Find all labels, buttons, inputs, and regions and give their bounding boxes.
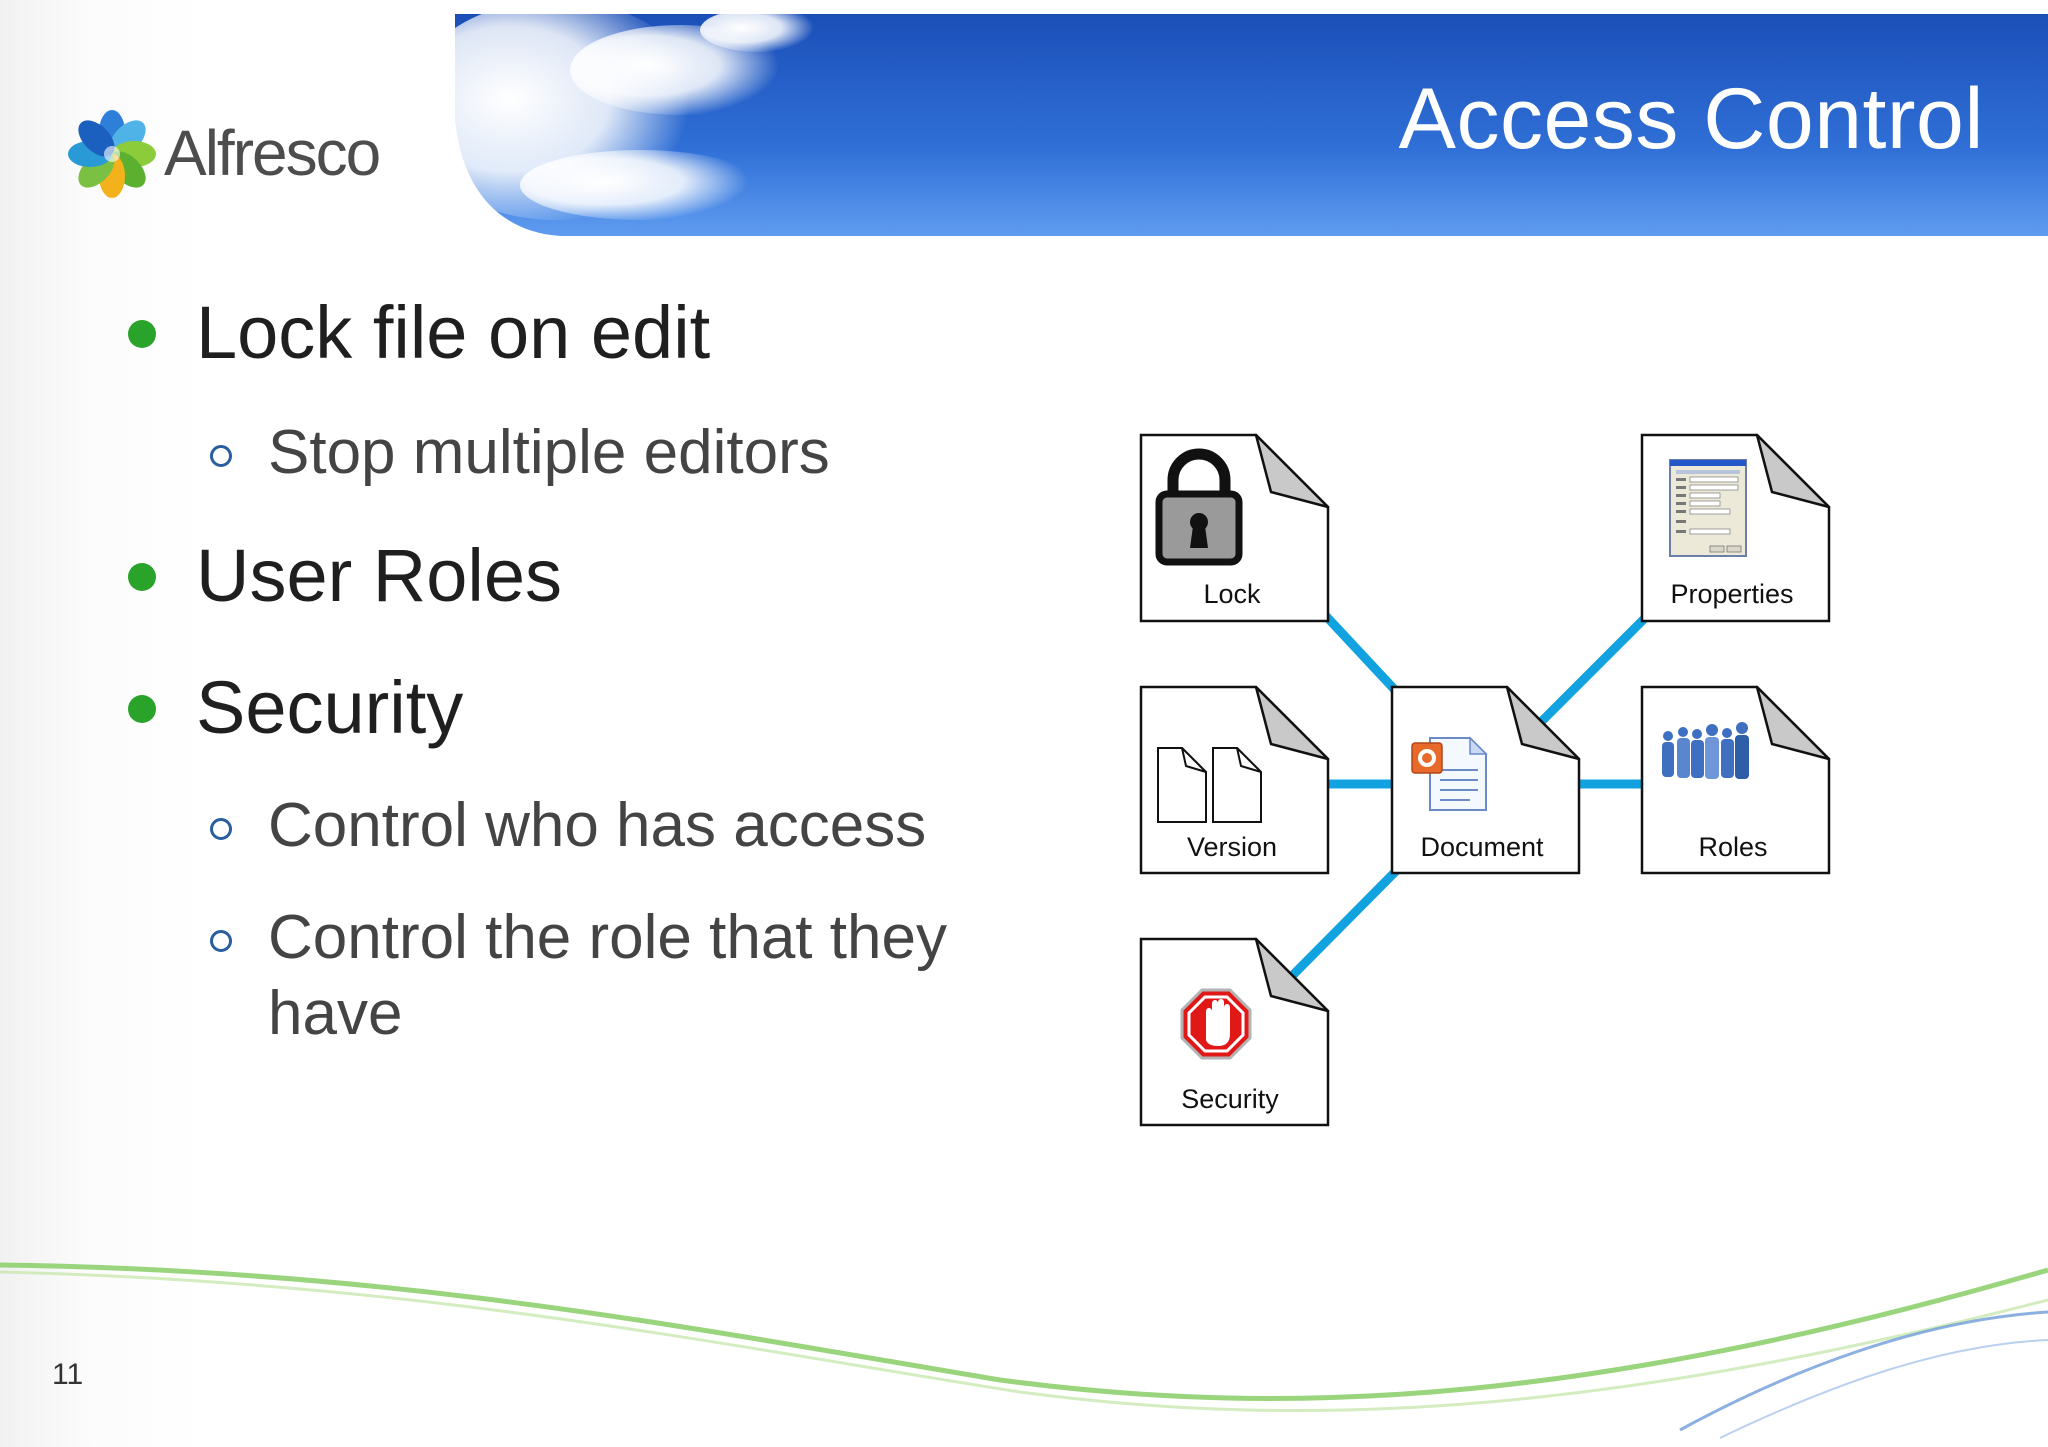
version-pages-icon bbox=[1157, 747, 1262, 823]
alfresco-logo: Alfresco bbox=[66, 104, 406, 204]
logo-text: Alfresco bbox=[164, 117, 381, 189]
bullet-text: User Roles bbox=[196, 534, 562, 617]
people-silhouettes-icon bbox=[1662, 722, 1749, 779]
bullet-list: Lock file on edit Stop multiple editors … bbox=[0, 0, 1100, 1100]
slide-title: Access Control bbox=[1398, 71, 1984, 167]
lock-document-node: Lock bbox=[1139, 433, 1330, 623]
doc-label-security: Security bbox=[1181, 1084, 1279, 1114]
bullet-dot-icon bbox=[128, 563, 156, 591]
sub-bullet-text: Control the role that they have bbox=[268, 903, 947, 1048]
page-number: 11 bbox=[52, 1358, 84, 1391]
bullet-ring-icon bbox=[210, 445, 232, 467]
bullet-text: Lock file on edit bbox=[196, 291, 711, 374]
padlock-icon bbox=[1155, 448, 1243, 566]
bullet-ring-icon bbox=[210, 818, 232, 840]
central-document-node: Document bbox=[1390, 685, 1581, 875]
doc-label-roles: Roles bbox=[1698, 832, 1767, 862]
alfresco-flower-icon bbox=[68, 110, 156, 198]
connector-properties-document bbox=[1531, 611, 1652, 732]
connector-security-document bbox=[1284, 866, 1401, 984]
connector-lock-document bbox=[1321, 611, 1399, 694]
bullet-dot-icon bbox=[128, 695, 156, 723]
doc-label-properties: Properties bbox=[1670, 579, 1793, 609]
roles-document-node: Roles bbox=[1640, 685, 1831, 875]
title-banner bbox=[405, 0, 2048, 236]
properties-dialog-icon bbox=[1669, 459, 1747, 557]
properties-document-node: Properties bbox=[1640, 433, 1831, 623]
sub-bullet-text: Control who has access bbox=[268, 791, 927, 860]
stop-hand-sign-icon bbox=[1180, 988, 1252, 1060]
doc-label-document: Document bbox=[1420, 832, 1544, 862]
bullet-text: Security bbox=[196, 666, 464, 749]
doc-label-version: Version bbox=[1187, 832, 1277, 862]
presentation-document-icon bbox=[1411, 736, 1488, 811]
bullet-dot-icon bbox=[128, 320, 156, 348]
sub-bullet-text: Stop multiple editors bbox=[268, 418, 830, 487]
bullet-ring-icon bbox=[210, 930, 232, 952]
security-document-node: Security bbox=[1139, 937, 1330, 1127]
bottom-swoosh bbox=[0, 1262, 2048, 1439]
version-document-node: Version bbox=[1139, 685, 1330, 875]
access-control-diagram: Lock Properties bbox=[1139, 433, 1831, 1127]
doc-label-lock: Lock bbox=[1203, 579, 1261, 609]
